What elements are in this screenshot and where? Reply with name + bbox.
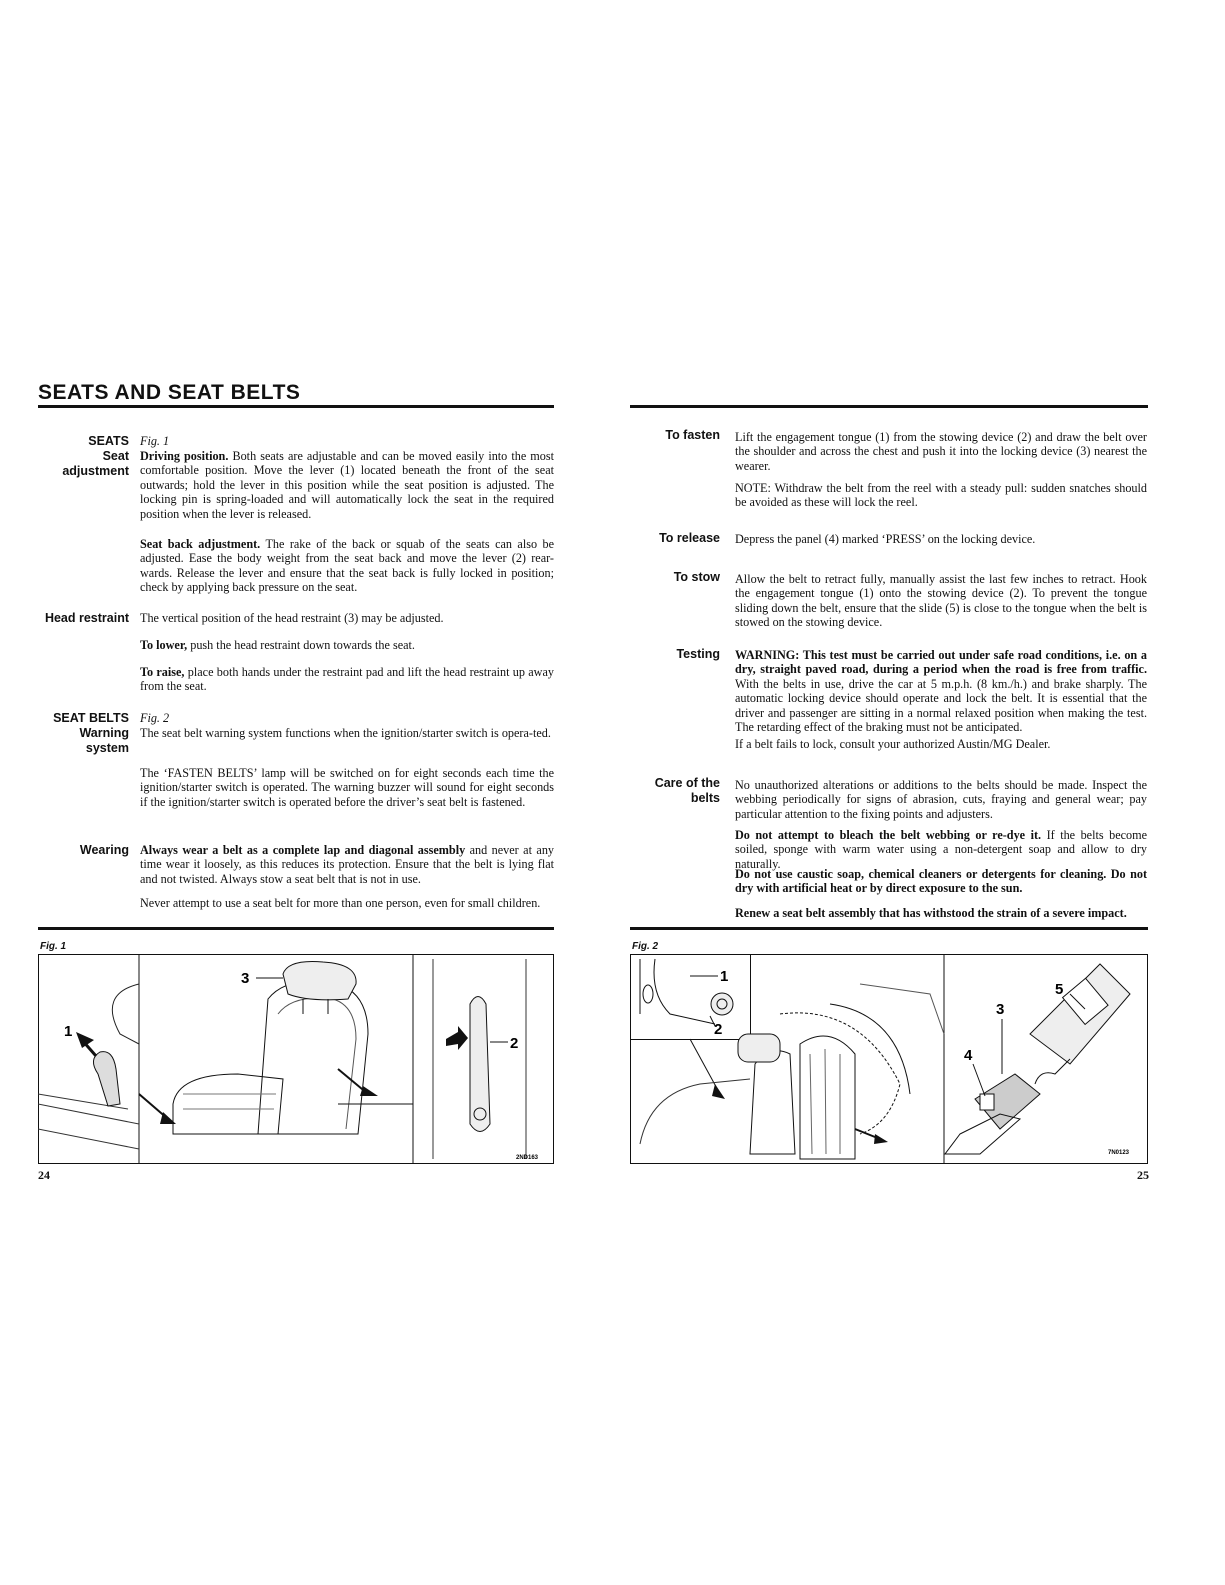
testing-paragraph: WARNING: This test must be carried out u… — [735, 648, 1147, 734]
seat-adjustment-side: Seat adjustment — [62, 449, 129, 478]
never-paragraph: Never attempt to use a seat belt for mor… — [140, 896, 541, 910]
left-bottom-rule — [38, 927, 554, 930]
head-restraint-paragraph: The vertical position of the head restra… — [140, 611, 444, 625]
fig2-illustration: 1 2 5 3 4 7N0123 — [630, 954, 1148, 1164]
right-page-number: 25 — [1137, 1168, 1149, 1182]
seats-fig-ref: Fig. 1 — [140, 434, 170, 448]
left-page-number: 24 — [38, 1168, 50, 1182]
to-raise-paragraph: To raise, place both hands under the res… — [140, 665, 554, 694]
testing-lead: WARNING: This test must be carried out u… — [735, 648, 1147, 677]
to-raise-text: place both hands under the restraint pad… — [140, 665, 554, 694]
fig2-label-4: 4 — [964, 1047, 973, 1064]
wearing-lead: Always wear a belt as a complete lap and… — [140, 843, 466, 857]
seat-belts-heading: SEAT BELTS — [53, 711, 129, 725]
bleach-text: If the belts become soiled, sponge with … — [735, 828, 1148, 871]
to-release-side: To release — [659, 531, 720, 545]
wearing-paragraph: Always wear a belt as a complete lap and… — [140, 843, 554, 886]
fig2-label-2: 2 — [714, 1021, 722, 1038]
to-lower-text: push the head restraint down towards the… — [187, 638, 415, 652]
to-fasten-paragraph: Lift the engagement tongue (1) from the … — [735, 430, 1147, 473]
caustic-text: Do not use caustic soap, chemical cleane… — [735, 867, 1147, 896]
testing-text: With the belts in use, drive the car at … — [735, 676, 1147, 735]
care-paragraph: No unauthorized alterations or additions… — [735, 778, 1147, 821]
fig2-code: 7N0123 — [1108, 1150, 1130, 1156]
title-rule — [38, 405, 554, 408]
consult-paragraph: If a belt fails to lock, consult your au… — [735, 737, 1051, 751]
driving-position-text: Both seats are adjustable and can be mov… — [140, 449, 554, 521]
fig2-caption: Fig. 2 — [632, 941, 659, 952]
to-stow-side: To stow — [673, 570, 720, 584]
care-side: Care of the belts — [654, 776, 720, 805]
fig1-caption: Fig. 1 — [40, 941, 67, 952]
fig1-code: 2ND163 — [516, 1155, 539, 1161]
caustic-paragraph: Do not use caustic soap, chemical cleane… — [735, 867, 1147, 896]
fig2-label-5: 5 — [1055, 981, 1063, 998]
fig1-label-3: 3 — [241, 970, 249, 987]
to-lower-paragraph: To lower, push the head restraint down t… — [140, 638, 554, 652]
seat-belts-fig-ref: Fig. 2 — [140, 711, 170, 725]
wearing-text: and never at any time wear it loosely, a… — [140, 843, 555, 886]
fasten-lamp-paragraph: The ‘FASTEN BELTS’ lamp will be switched… — [140, 766, 554, 809]
right-bottom-rule — [630, 927, 1148, 930]
seat-back-text: The rake of the back or squab of the sea… — [140, 537, 554, 595]
to-fasten-side: To fasten — [665, 428, 720, 442]
to-lower-lead: To lower, — [140, 638, 188, 652]
fig1-label-2: 2 — [510, 1035, 518, 1052]
wearing-side: Wearing — [79, 843, 129, 857]
right-top-rule — [630, 405, 1148, 408]
renew-paragraph: Renew a seat belt assembly that has with… — [735, 906, 1147, 920]
warning-system-side: Warning system — [79, 726, 129, 755]
bleach-lead: Do not attempt to bleach the belt webbin… — [735, 828, 1042, 842]
head-restraint-side: Head restraint — [44, 611, 129, 625]
fig2-label-1: 1 — [720, 968, 728, 985]
driving-position-paragraph: Driving position. Both seats are adjusta… — [140, 449, 554, 521]
fig1-label-1: 1 — [64, 1023, 72, 1040]
to-raise-lead: To raise, — [140, 665, 185, 679]
bleach-paragraph: Do not attempt to bleach the belt webbin… — [735, 828, 1147, 871]
driving-position-lead: Driving position. — [140, 449, 229, 463]
seats-heading: SEATS — [88, 434, 129, 448]
seat-back-paragraph: Seat back adjustment. The rake of the ba… — [140, 537, 554, 595]
seat-back-lead: Seat back adjustment. — [140, 537, 261, 551]
fig2-label-3: 3 — [996, 1001, 1004, 1018]
testing-side: Testing — [676, 647, 720, 661]
to-stow-paragraph: Allow the belt to retract fully, manuall… — [735, 572, 1147, 630]
note-paragraph: NOTE: Withdraw the belt from the reel wi… — [735, 481, 1147, 510]
to-release-paragraph: Depress the panel (4) marked ‘PRESS’ on … — [735, 532, 1036, 546]
warning-system-paragraph: The seat belt warning system functions w… — [140, 726, 551, 740]
renew-text: Renew a seat belt assembly that has with… — [735, 906, 1127, 920]
fig1-illustration: 1 3 2 2ND163 — [38, 954, 554, 1164]
page-title: SEATS AND SEAT BELTS — [38, 381, 301, 404]
